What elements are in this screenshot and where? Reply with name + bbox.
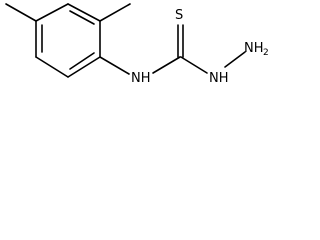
carbon-to-hydrazine-bond (180, 56, 208, 74)
ring-bond-1 (67, 3, 101, 22)
ring-double-bond-2 (69, 52, 95, 70)
molecule-structure: NH S NH NH 2 (5, 3, 269, 86)
ring-to-nh-bond (99, 56, 130, 75)
terminal-nh2-label: NH (244, 41, 264, 56)
para-methyl-bond (5, 3, 37, 22)
n-n-bond (224, 51, 246, 68)
benzene-ring (35, 3, 101, 78)
ortho-methyl-bond (99, 3, 131, 22)
ring-bond-6 (35, 3, 69, 22)
terminal-nh2-subscript: 2 (263, 48, 269, 58)
ring-double-bond-1 (69, 10, 95, 25)
hydrazine-nh-label: NH (209, 71, 229, 86)
amine-nh-label: NH (131, 71, 151, 86)
ring-bond-3 (67, 56, 101, 78)
sulfur-label: S (175, 8, 183, 23)
nh-to-carbon-bond (152, 56, 181, 74)
ring-bond-4 (35, 56, 69, 78)
